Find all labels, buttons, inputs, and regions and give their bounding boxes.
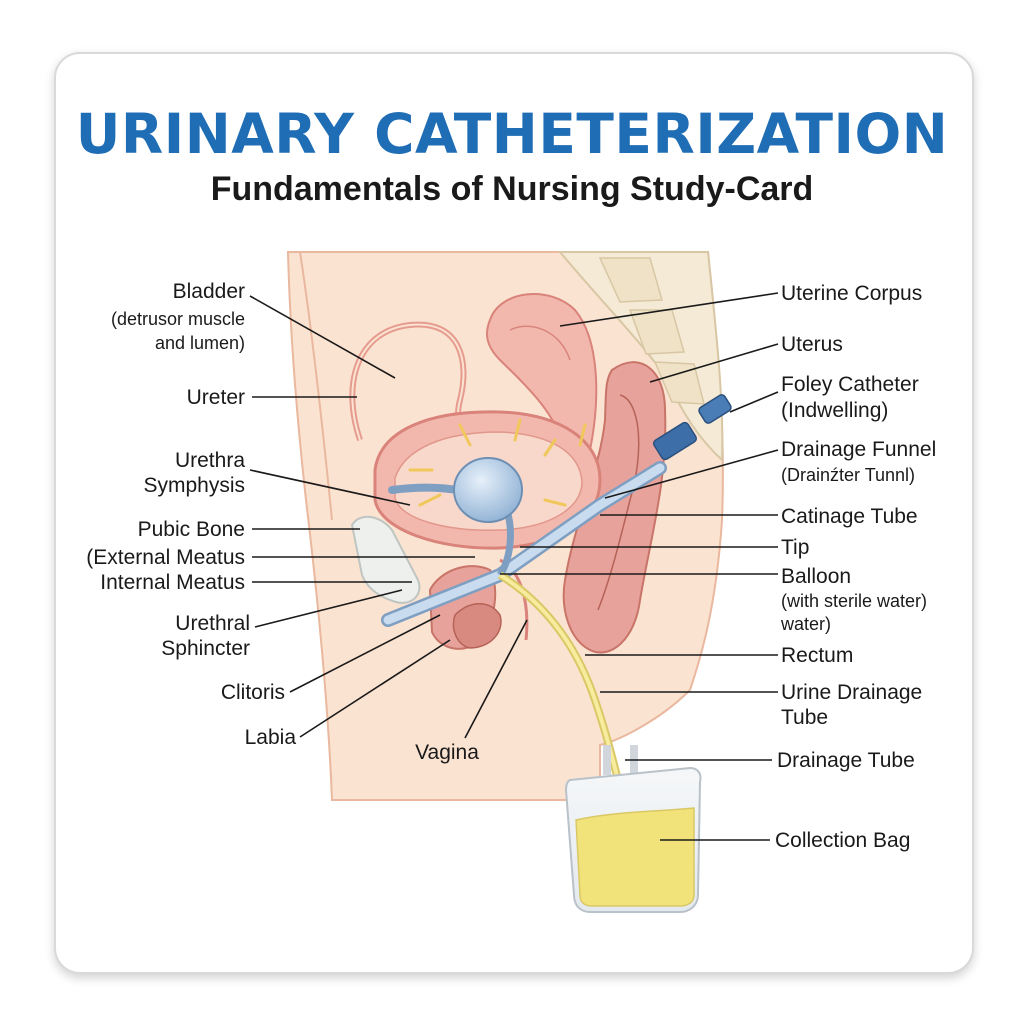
labels-right: Uterine Corpus Uterus Foley Catheter (In…	[775, 282, 936, 852]
label-clitoris: Clitoris	[221, 681, 285, 704]
label-internal-meatus: Internal Meatus	[100, 571, 245, 594]
label-catinage-tube: Catinage Tube	[781, 505, 918, 528]
label-tip: Tip	[781, 536, 809, 559]
page-title: URINARY CATHETERIZATION	[75, 102, 949, 166]
label-symphysis: Symphysis	[143, 474, 245, 497]
label-sphincter: Sphincter	[161, 637, 250, 660]
label-drainage-funnel: Drainage Funnel	[781, 438, 936, 461]
flow-arrows	[408, 418, 587, 507]
label-ureter: Ureter	[187, 386, 245, 409]
label-drainage-funnel-detail: (Drainźter Tunnl)	[781, 465, 915, 485]
collection-bag-shape	[564, 745, 702, 913]
label-urethra: Urethra	[175, 449, 245, 472]
label-labia: Labia	[245, 726, 297, 749]
catheter-port	[652, 421, 698, 461]
label-balloon-detail-1: (with sterile water)	[781, 591, 927, 611]
rectum-shape	[562, 361, 667, 654]
label-uterus: Uterus	[781, 333, 843, 356]
balloon-shape	[453, 457, 523, 523]
labels-left: Bladder (detrusor muscle and lumen) Uret…	[86, 280, 479, 764]
label-urine-drainage: Urine Drainage	[781, 681, 922, 704]
label-balloon-detail-2: water)	[780, 614, 831, 634]
foley-catheter	[381, 394, 732, 627]
label-collection-bag: Collection Bag	[775, 829, 910, 852]
perineum-shape	[428, 558, 529, 650]
leader-lines-left	[249, 295, 528, 739]
sacrum-bone	[557, 251, 724, 463]
page-subtitle: Fundamentals of Nursing Study-Card	[210, 170, 814, 208]
label-vagina: Vagina	[415, 741, 479, 764]
label-uterine-corpus: Uterine Corpus	[781, 282, 922, 305]
label-balloon: Balloon	[781, 565, 851, 588]
label-external-meatus: (External Meatus	[86, 546, 245, 569]
label-indwelling: (Indwelling)	[781, 399, 888, 422]
label-pubic-bone: Pubic Bone	[138, 518, 245, 541]
label-urine-drainage-tube: Tube	[781, 706, 828, 729]
label-bladder: Bladder	[173, 280, 245, 303]
label-bladder-detail-2: and lumen)	[155, 333, 245, 353]
label-drainage-tube: Drainage Tube	[777, 749, 915, 772]
label-foley-catheter: Foley Catheter	[781, 373, 919, 396]
leader-lines-right	[500, 292, 779, 841]
label-bladder-detail-1: (detrusor muscle	[111, 309, 245, 329]
label-rectum: Rectum	[781, 644, 853, 667]
label-urethral: Urethral	[175, 612, 250, 635]
